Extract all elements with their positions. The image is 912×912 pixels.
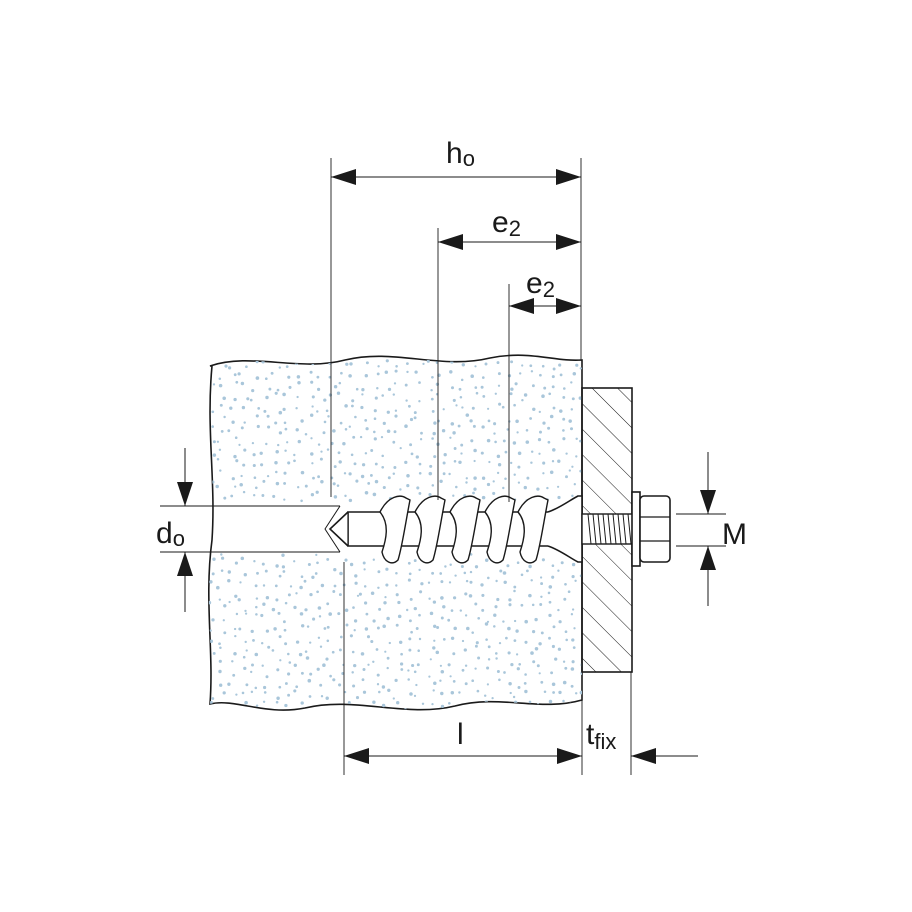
anchor-threads (379, 495, 549, 564)
label-M: M (722, 518, 747, 551)
dimension-M (676, 452, 726, 606)
drill-hole (212, 505, 341, 553)
dimension-l (343, 562, 583, 775)
dimension-e2-lower (508, 284, 581, 502)
dimension-e2-upper (437, 228, 581, 500)
concrete-texture (208, 359, 583, 711)
rod-threads (587, 513, 632, 545)
label-e2-upper: e2 (492, 206, 521, 241)
label-e2-lower: e2 (526, 267, 555, 302)
label-d0: do (156, 517, 185, 551)
washer (631, 491, 641, 567)
label-h0: ho (446, 137, 475, 171)
hex-nut (639, 495, 671, 563)
dimension-d0 (160, 448, 212, 612)
label-tfix: tfix (586, 718, 616, 754)
screw-anchor (328, 491, 671, 567)
label-l: l (457, 718, 464, 751)
dimension-h0 (330, 158, 582, 497)
dimension-tfix (630, 672, 698, 775)
